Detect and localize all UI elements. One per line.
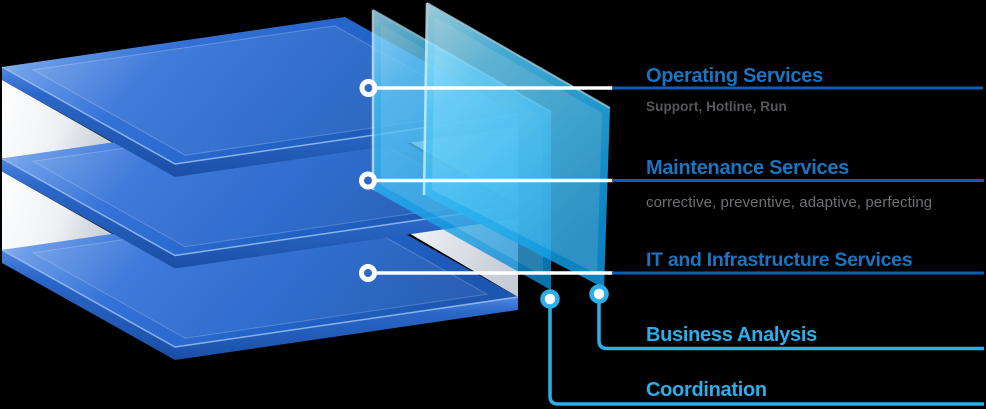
label-operating-services: Operating Services — [646, 65, 823, 87]
ring-coordination-icon — [540, 289, 560, 309]
ring-operating-icon — [359, 79, 378, 97]
wall-left-gap1 — [2, 80, 114, 159]
ring-maintenance-icon — [359, 171, 377, 190]
glass-panel-front — [422, 2, 611, 288]
label-coordination: Coordination — [646, 379, 767, 401]
label-maintenance-services: Maintenance Services — [646, 157, 849, 179]
connector-lines — [377, 86, 984, 406]
wall-left-gap2 — [2, 171, 114, 250]
sublabel-maintenance-services: corrective, preventive, adaptive, perfec… — [646, 194, 933, 211]
label-business-analysis: Business Analysis — [646, 324, 817, 346]
connector-rings — [359, 79, 609, 309]
connector-line-business-analysis — [597, 303, 984, 351]
sublabel-operating-services: Support, Hotline, Run — [646, 99, 787, 114]
connector-line-coordination — [548, 308, 984, 406]
ring-business-analysis-icon — [589, 284, 609, 304]
label-it-infrastructure-services: IT and Infrastructure Services — [646, 249, 913, 271]
ring-it-icon — [359, 264, 377, 282]
